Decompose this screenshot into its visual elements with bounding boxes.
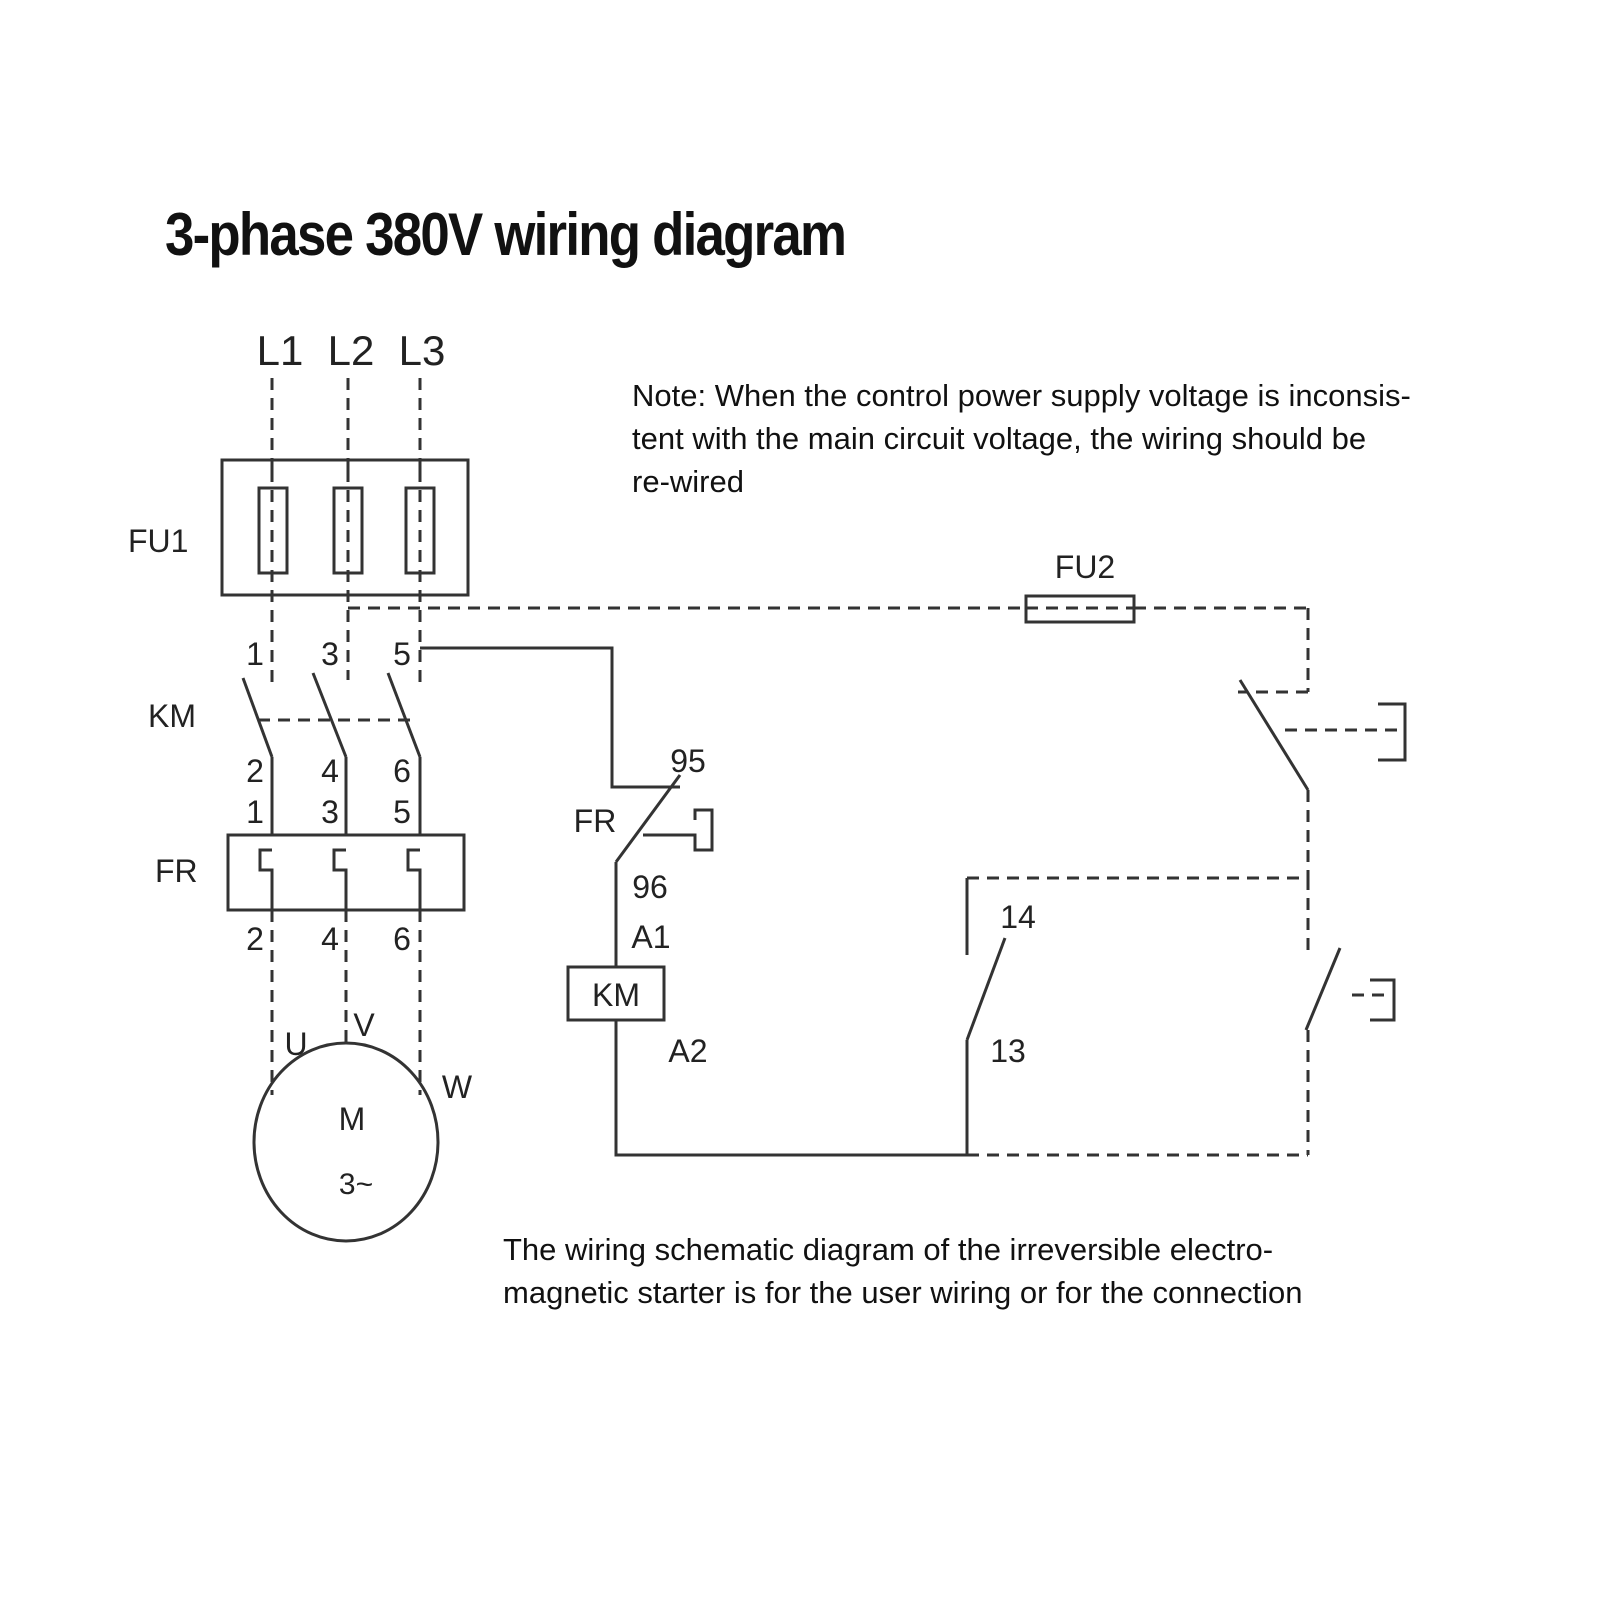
km-contact-1 bbox=[241, 677, 274, 758]
caption-line-1: The wiring schematic diagram of the irre… bbox=[503, 1232, 1274, 1267]
fr-contact-blade bbox=[614, 774, 682, 863]
label-km: KM bbox=[148, 698, 196, 734]
km-contact-2 bbox=[311, 672, 348, 758]
stop-button-blade bbox=[1238, 679, 1310, 791]
motor-label: M bbox=[339, 1101, 366, 1137]
fr-term-6: 6 bbox=[393, 921, 411, 957]
control-return-solid bbox=[614, 1020, 967, 1157]
label-w: W bbox=[442, 1069, 473, 1105]
motor-phase-label: 3~ bbox=[339, 1168, 373, 1201]
note-line-2: tent with the main circuit voltage, the … bbox=[632, 421, 1367, 456]
fr-term-1: 1 bbox=[246, 794, 264, 830]
term-4: 4 bbox=[321, 753, 339, 789]
fu1-box bbox=[220, 458, 470, 597]
fr-95-label: 95 bbox=[670, 743, 706, 779]
fr-heater-3 bbox=[406, 848, 422, 910]
stop-button-head bbox=[1378, 702, 1407, 762]
term-5: 5 bbox=[393, 636, 411, 672]
start-button-blade bbox=[1304, 947, 1342, 1031]
note-text: Note: When the control power supply volt… bbox=[632, 374, 1532, 503]
label-l1: L1 bbox=[257, 327, 304, 374]
coil-a2-label: A2 bbox=[668, 1033, 707, 1069]
start-button-head bbox=[1370, 978, 1396, 1022]
note-line-3: re-wired bbox=[632, 464, 744, 499]
note-line-1: Note: When the control power supply volt… bbox=[632, 378, 1411, 413]
control-line-solid bbox=[420, 646, 680, 789]
fr-term-4: 4 bbox=[321, 921, 339, 957]
term-1: 1 bbox=[246, 636, 264, 672]
label-l2: L2 bbox=[328, 327, 375, 374]
aux-contact-blade bbox=[965, 937, 1007, 1041]
page-title: 3-phase 380V wiring diagram bbox=[165, 201, 847, 268]
km-contact-3 bbox=[386, 672, 422, 758]
label-u: U bbox=[284, 1026, 307, 1062]
term-6: 6 bbox=[393, 753, 411, 789]
aux-13-label: 13 bbox=[990, 1033, 1026, 1069]
aux-14-label: 14 bbox=[1000, 899, 1036, 935]
fr-term-3: 3 bbox=[321, 794, 339, 830]
label-fr: FR bbox=[155, 853, 198, 889]
fr-term-5: 5 bbox=[393, 794, 411, 830]
label-fu1: FU1 bbox=[128, 523, 188, 559]
label-l3: L3 bbox=[399, 327, 446, 374]
fr-term-2: 2 bbox=[246, 921, 264, 957]
term-3: 3 bbox=[321, 636, 339, 672]
caption-line-2: magnetic starter is for the user wiring … bbox=[503, 1275, 1303, 1310]
fr-heater-1 bbox=[258, 848, 274, 910]
label-fu2: FU2 bbox=[1055, 549, 1115, 585]
label-v: V bbox=[353, 1007, 375, 1043]
fr-contact-label: FR bbox=[574, 803, 617, 839]
fr-contact-actuator bbox=[643, 808, 714, 852]
term-2: 2 bbox=[246, 753, 264, 789]
caption-text: The wiring schematic diagram of the irre… bbox=[503, 1228, 1503, 1314]
km-coil-label: KM bbox=[592, 977, 640, 1013]
fr-96-label: 96 bbox=[632, 869, 668, 905]
fr-heater-2 bbox=[332, 848, 348, 910]
coil-a1-label: A1 bbox=[631, 919, 670, 955]
motor-circle bbox=[252, 1041, 440, 1243]
